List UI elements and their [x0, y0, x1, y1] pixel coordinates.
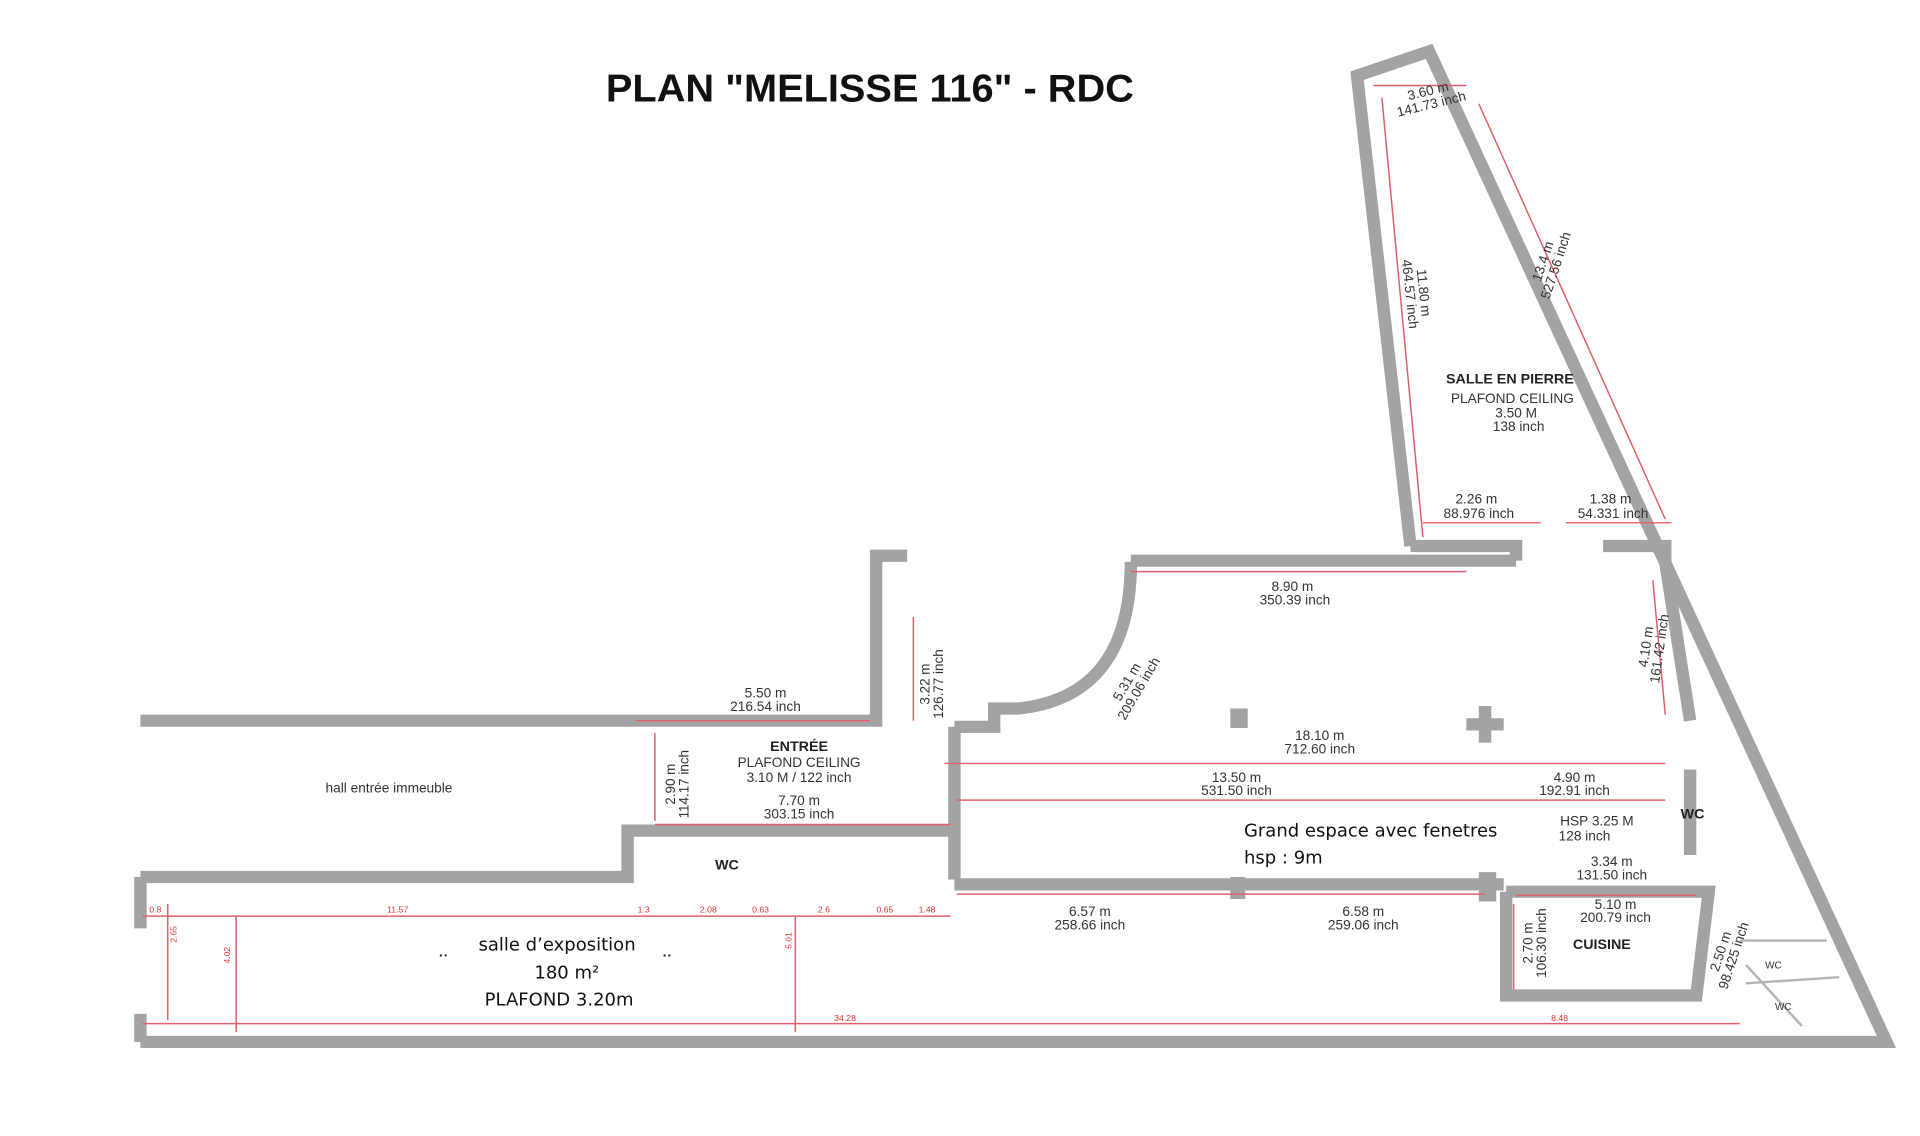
- dimension-label: 531.50 inch: [1201, 783, 1272, 798]
- plan-title: PLAN "MELISSE 116" - RDC: [606, 67, 1134, 111]
- dimension-label: 2.26 m: [1455, 491, 1497, 506]
- room-label: 180 m²: [534, 963, 599, 984]
- dimension-label: 712.60 inch: [1284, 742, 1355, 757]
- dimension-label: 5.50 m: [745, 686, 787, 701]
- room-entree: ENTRÉE: [770, 738, 828, 755]
- dimension-label: 11.80 m: [1414, 268, 1434, 317]
- dimension-label: 2.08: [700, 905, 717, 915]
- dimension-label: 5.01: [784, 932, 794, 949]
- dimension-label: 350.39 inch: [1260, 593, 1331, 608]
- dimension-lines: [142, 84, 1740, 1033]
- dimension-label: 54.331 inch: [1578, 506, 1649, 521]
- room-label: PLAFOND 3.20m: [485, 989, 634, 1010]
- room-label: HSP 3.25 M: [1560, 814, 1633, 829]
- dimension-label: 34.28: [834, 1013, 856, 1023]
- dimension-label: 126.77 inch: [931, 649, 946, 718]
- room-salle-pierre: SALLE EN PIERRE: [1446, 372, 1574, 388]
- room-hall: hall entrée immeuble: [326, 781, 453, 796]
- dimension-label: 464.57 inch: [1399, 259, 1421, 330]
- dimension-label: 13.50 m: [1212, 770, 1261, 785]
- dimension-label: 303.15 inch: [764, 807, 835, 822]
- dimension-label: 2.6: [818, 905, 830, 915]
- dimension-label: 1.3: [638, 905, 650, 915]
- dimension-label: 6.57 m: [1069, 904, 1111, 919]
- wc-label: WC: [1765, 961, 1782, 972]
- room-label: 3.10 M / 122 inch: [747, 770, 852, 785]
- dimension-label: 0.65: [876, 905, 893, 915]
- dimension-label: 259.06 inch: [1328, 918, 1399, 933]
- dimension-label: 1.38 m: [1590, 491, 1632, 506]
- room-label: hsp : 9m: [1244, 848, 1323, 869]
- room-label: 138 inch: [1493, 419, 1545, 434]
- svg-text:··: ··: [439, 948, 449, 964]
- wc-label: WC: [715, 858, 739, 874]
- room-exposition: salle d’exposition: [478, 934, 635, 955]
- dimension-label: 2.90 m: [663, 764, 678, 805]
- dimension-label: 4.02: [222, 947, 232, 964]
- wc-label: WC: [1681, 807, 1705, 823]
- room-grand-espace: Grand espace avec fenetres: [1244, 821, 1497, 842]
- svg-text:··: ··: [663, 948, 673, 964]
- room-label: PLAFOND CEILING: [738, 755, 861, 770]
- dimension-label: 6.58 m: [1342, 904, 1384, 919]
- dimension-label: 4.10 m: [1635, 625, 1656, 668]
- room-label: 128 inch: [1559, 828, 1611, 843]
- dimension-label: 216.54 inch: [730, 699, 801, 714]
- dimension-label: 106.30 inch: [1534, 908, 1549, 977]
- dimension-label: 0.63: [752, 905, 769, 915]
- dimension-label: 4.90 m: [1554, 770, 1596, 785]
- small-dimension-labels: 0.8 11.57 1.3 2.08 0.63 2.6 0.65 1.48 2.…: [149, 905, 1568, 1024]
- dimension-label: 200.79 inch: [1580, 910, 1651, 925]
- dimension-label: 8.48: [1551, 1013, 1568, 1023]
- dimension-label: 88.976 inch: [1444, 506, 1515, 521]
- dimension-label: 131.50 inch: [1576, 868, 1647, 883]
- dimension-label: 161.42 inch: [1647, 613, 1672, 684]
- room-cuisine: CUISINE: [1573, 937, 1631, 953]
- dimension-label: 11.57: [387, 905, 408, 915]
- dimension-label: 0.8: [149, 905, 161, 915]
- dimension-label: 3.22 m: [917, 664, 932, 705]
- wc-label: WC: [1775, 1002, 1792, 1013]
- dimension-label: 114.17 inch: [676, 750, 691, 818]
- dimension-label: 258.66 inch: [1055, 918, 1126, 933]
- dimension-label: 2.65: [168, 926, 178, 943]
- walls: [134, 43, 1897, 1049]
- dimension-label: 7.70 m: [778, 793, 820, 808]
- dimension-label: 192.91 inch: [1539, 783, 1610, 798]
- room-label: PLAFOND CEILING: [1451, 391, 1574, 406]
- dimension-label: 1.48: [919, 905, 936, 915]
- dimension-label: 18.10 m: [1295, 728, 1344, 743]
- dimension-label: 5.10 m: [1595, 897, 1637, 912]
- dimension-label: 8.90 m: [1272, 579, 1314, 594]
- dimension-label: 3.34 m: [1591, 854, 1633, 869]
- dimension-label: 2.70 m: [1520, 922, 1535, 963]
- room-label: 3.50 M: [1495, 406, 1537, 421]
